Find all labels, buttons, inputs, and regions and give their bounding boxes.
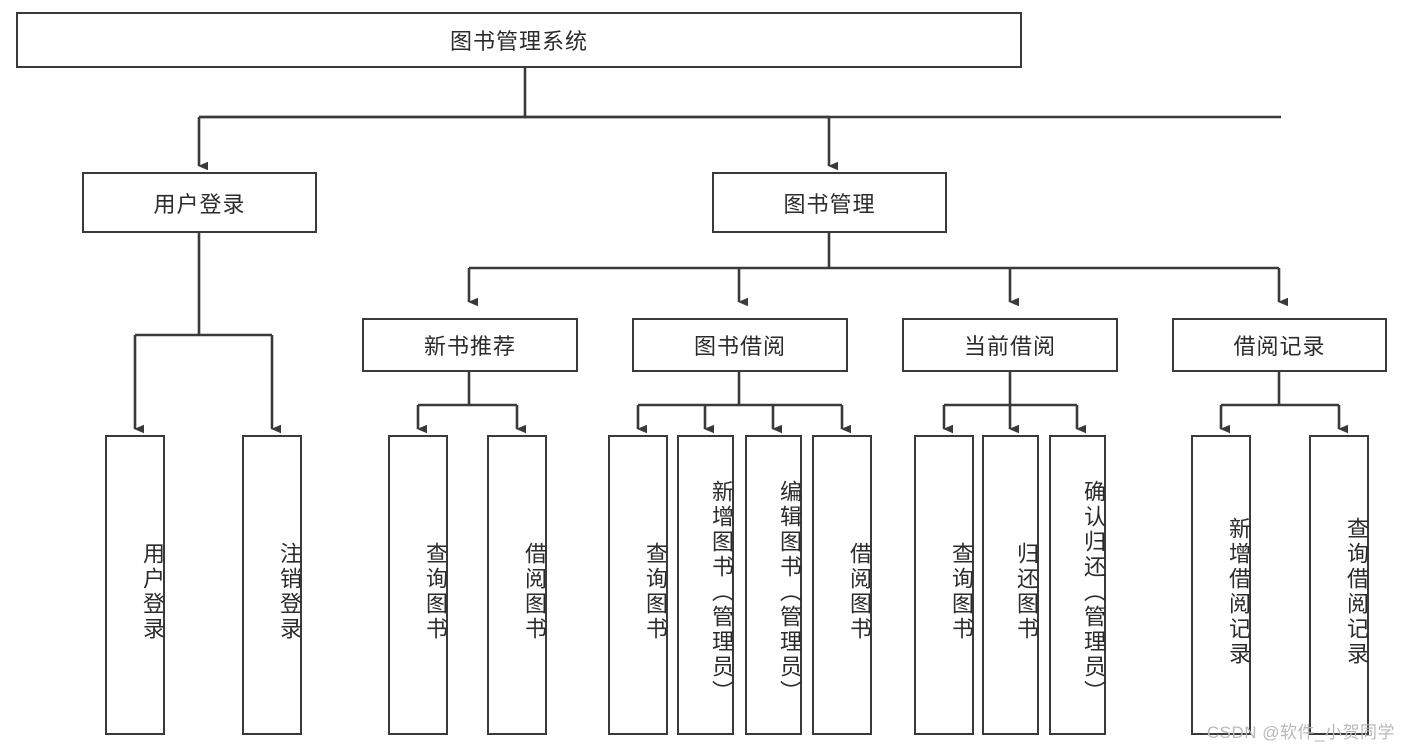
node-label: 新增图书（管理员） — [709, 479, 734, 705]
node-label: 新书推荐 — [423, 334, 516, 359]
node-label: 当前借阅 — [963, 334, 1056, 359]
node-label: 新增借阅记录 — [1226, 517, 1251, 667]
node-label: 查询借阅记录 — [1344, 517, 1369, 667]
node-root-system[interactable]: 图书管理系统 — [16, 12, 1022, 68]
watermark-text: CSDN @软件_小贺同学 — [1206, 723, 1395, 742]
node-user-login[interactable]: 用户登录 — [82, 172, 317, 233]
node-book-management[interactable]: 图书管理 — [712, 172, 947, 233]
node-current-borrow[interactable]: 当前借阅 — [902, 318, 1118, 372]
node-label: 借阅记录 — [1233, 334, 1326, 359]
node-label: 编辑图书（管理员） — [777, 479, 802, 705]
node-label: 图书管理 — [783, 191, 876, 217]
node-label: 归还图书 — [1014, 542, 1039, 642]
leaf-borrow-add-book-admin[interactable]: 新增图书（管理员） — [677, 435, 734, 735]
leaf-recommend-query-book[interactable]: 查询图书 — [388, 435, 448, 735]
node-label: 确认归还（管理员） — [1081, 479, 1106, 705]
node-label: 查询图书 — [643, 542, 668, 642]
node-label: 注销登录 — [277, 542, 302, 642]
node-label: 图书借阅 — [693, 334, 786, 359]
leaf-borrow-edit-book-admin[interactable]: 编辑图书（管理员） — [745, 435, 802, 735]
node-borrow-record[interactable]: 借阅记录 — [1172, 318, 1387, 372]
node-new-book-recommend[interactable]: 新书推荐 — [362, 318, 578, 372]
leaf-recommend-borrow-book[interactable]: 借阅图书 — [487, 435, 547, 735]
node-book-borrow[interactable]: 图书借阅 — [632, 318, 848, 372]
node-label: 借阅图书 — [847, 542, 872, 642]
leaf-user-logout[interactable]: 注销登录 — [242, 435, 302, 735]
leaf-borrow-query-book[interactable]: 查询图书 — [608, 435, 668, 735]
leaf-record-add-record[interactable]: 新增借阅记录 — [1191, 435, 1251, 735]
leaf-current-return-book[interactable]: 归还图书 — [982, 435, 1039, 735]
leaf-borrow-borrow-book[interactable]: 借阅图书 — [812, 435, 872, 735]
node-label: 查询图书 — [949, 542, 974, 642]
node-label: 用户登录 — [140, 542, 165, 642]
node-label: 图书管理系统 — [449, 29, 588, 54]
node-label: 用户登录 — [153, 191, 246, 217]
leaf-current-query-book[interactable]: 查询图书 — [914, 435, 974, 735]
leaf-current-confirm-return-admin[interactable]: 确认归还（管理员） — [1049, 435, 1106, 735]
node-label: 查询图书 — [423, 542, 448, 642]
node-label: 借阅图书 — [522, 542, 547, 642]
leaf-record-query-record[interactable]: 查询借阅记录 — [1309, 435, 1369, 735]
leaf-user-login[interactable]: 用户登录 — [105, 435, 165, 735]
